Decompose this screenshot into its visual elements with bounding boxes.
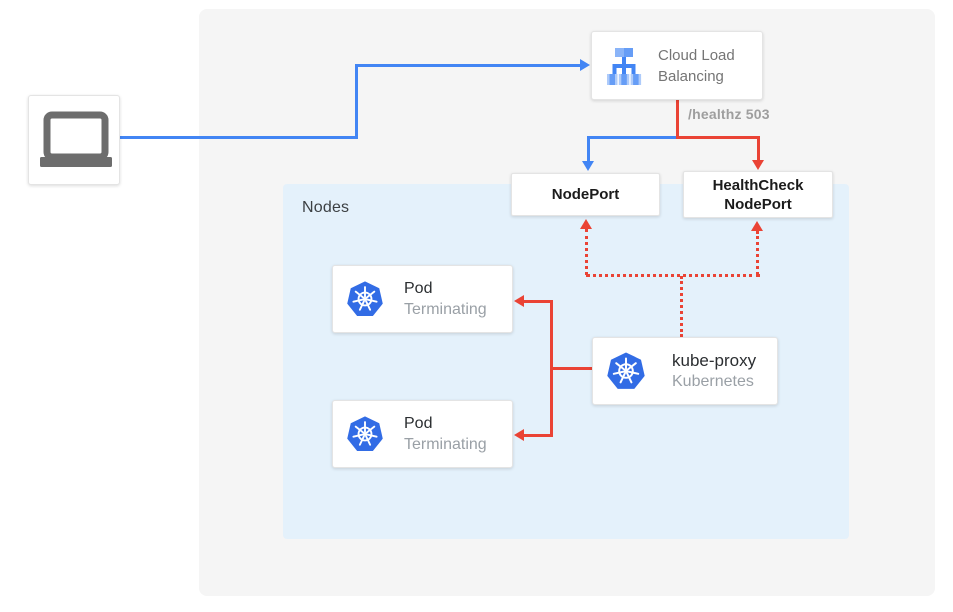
arrowhead-clb-to-healthcheck [752, 160, 764, 170]
laptop-icon [40, 111, 112, 167]
arrowhead-clb-to-nodeport [582, 161, 594, 171]
kube-proxy-node: kube-proxy Kubernetes [592, 337, 778, 405]
arrowhead-kubeproxy-to-healthcheck [751, 221, 763, 231]
edge-clb-to-nodeport-seg1 [587, 136, 679, 139]
edge-kubeproxy-dotted-cross [586, 274, 760, 277]
kube-proxy-title: kube-proxy [672, 351, 757, 370]
edge-clb-to-healthcheck-seg1 [676, 136, 760, 139]
edge-client-to-clb-seg1 [120, 136, 357, 139]
edge-kubeproxy-to-pod-2 [523, 434, 551, 437]
edge-client-to-clb-seg2 [355, 64, 358, 139]
cloud-load-balancing-label: Cloud Load Balancing [658, 46, 735, 85]
nodeport-label: NodePort [551, 186, 620, 203]
kubernetes-icon [347, 416, 383, 452]
arrowhead-kubeproxy-to-pod-2 [514, 429, 524, 441]
edge-client-to-clb-seg3 [355, 64, 581, 67]
arrowhead-kubeproxy-to-pod-1 [514, 295, 524, 307]
cloud-load-balancing-icon [607, 47, 642, 85]
pod-status: Terminating [404, 436, 487, 453]
edge-clb-to-nodeport-seg2 [587, 136, 590, 162]
edge-kubeproxy-to-nodeport [585, 229, 588, 275]
pod-title: Pod [404, 415, 433, 432]
pod-node-2: Pod Terminating [332, 400, 513, 468]
arrowhead-kubeproxy-to-nodeport [580, 219, 592, 229]
arrowhead-client-to-clb [580, 59, 590, 71]
pod-title: Pod [404, 280, 433, 297]
healthz-annotation: /healthz 503 [688, 106, 770, 122]
client-node [28, 95, 120, 185]
edge-kubeproxy-to-pods-stem [550, 367, 592, 370]
edge-kubeproxy-to-pod-1 [523, 300, 551, 303]
kubernetes-icon [347, 281, 383, 317]
nodeport-node: NodePort [511, 173, 660, 216]
kubernetes-icon [607, 352, 645, 389]
pod-status: Terminating [404, 301, 487, 318]
healthcheck-nodeport-label: HealthCheck NodePort [712, 176, 804, 213]
pod-node-1: Pod Terminating [332, 265, 513, 333]
edge-clb-to-healthcheck-seg2 [757, 136, 760, 161]
nodes-panel-label: Nodes [302, 199, 350, 216]
edge-kubeproxy-dotted-stem [680, 276, 683, 337]
edge-clb-drop [676, 99, 679, 139]
edge-kubeproxy-to-healthcheck [756, 231, 759, 275]
healthcheck-nodeport-node: HealthCheck NodePort [683, 171, 833, 218]
kube-proxy-subtitle: Kubernetes [672, 373, 754, 390]
cloud-load-balancing-node: Cloud Load Balancing [591, 31, 763, 100]
